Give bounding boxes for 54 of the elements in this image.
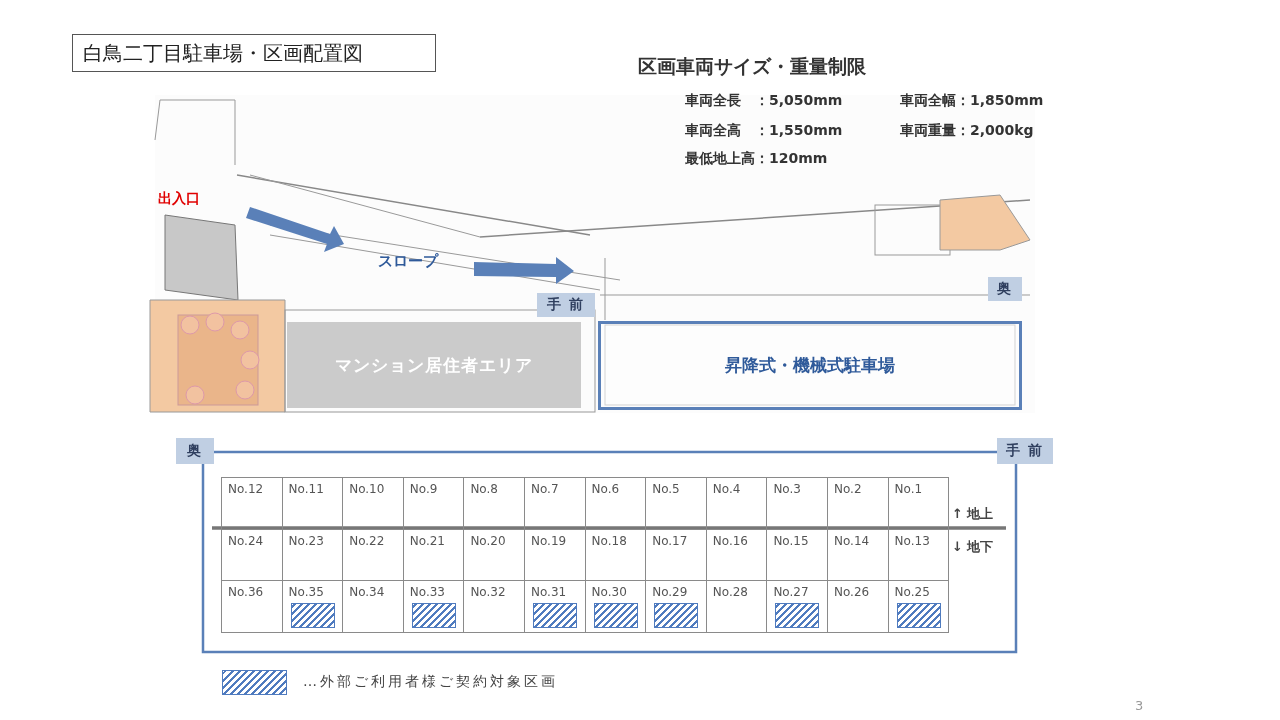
slope-label: スロープ xyxy=(378,252,438,271)
space-number: No.25 xyxy=(894,585,930,600)
page-number: 3 xyxy=(1135,698,1144,713)
entrance-label: 出入口 xyxy=(158,190,200,208)
space-number: No.4 xyxy=(712,482,741,496)
space-number: No.8 xyxy=(470,482,498,496)
space-number: No.19 xyxy=(531,533,567,548)
space-number: No.16 xyxy=(712,533,748,548)
space-number: No.27 xyxy=(773,585,809,600)
space-number: No.29 xyxy=(652,585,688,600)
space-number: No.18 xyxy=(591,533,627,548)
space-number: No.6 xyxy=(591,482,620,496)
section-heading: 区画車両サイズ・重量制限 xyxy=(638,54,866,79)
space-number: No.17 xyxy=(652,533,688,548)
space-number: No.30 xyxy=(591,585,627,600)
space-number: No.28 xyxy=(712,585,748,600)
space-number: No.22 xyxy=(349,533,385,548)
space-number: No.12 xyxy=(228,482,264,496)
page-title: 白鳥二丁目駐車場・区画配置図 xyxy=(72,34,436,72)
space-number: No.21 xyxy=(409,533,445,548)
spec-text: 車両全幅：1,850mm xyxy=(900,92,1044,110)
space-number: No.5 xyxy=(652,482,680,496)
space-number: No.23 xyxy=(288,533,324,548)
space-number: No.34 xyxy=(349,585,385,600)
space-number: No.13 xyxy=(894,533,930,548)
space-number: No.1 xyxy=(894,482,923,496)
space-number: No.10 xyxy=(349,482,385,496)
space-number: No.24 xyxy=(228,533,264,548)
space-number: No.7 xyxy=(531,482,559,496)
space-number: No.9 xyxy=(409,482,438,496)
direction-tag: 奥 xyxy=(988,277,1022,301)
level-label: ↑ 地上 xyxy=(952,505,994,523)
mechanical-parking-box: 昇降式・機械式駐車場 xyxy=(598,321,1022,410)
space-number: No.20 xyxy=(470,533,506,548)
space-number: No.3 xyxy=(773,482,801,496)
space-number: No.31 xyxy=(531,585,567,600)
space-number: No.33 xyxy=(409,585,445,600)
spec-text: 車両全高 ：1,550mm xyxy=(685,122,843,140)
space-number: No.11 xyxy=(288,482,324,496)
space-number: No.15 xyxy=(773,533,809,548)
space-number: No.35 xyxy=(288,585,324,600)
legend-text: …外部ご利用者様ご契約対象区画 xyxy=(303,673,558,691)
level-label: ↓ 地下 xyxy=(952,538,994,556)
space-number: No.36 xyxy=(228,585,264,600)
space-number: No.32 xyxy=(470,585,506,600)
space-number: No.14 xyxy=(834,533,870,548)
spec-text: 車両重量：2,000kg xyxy=(900,122,1034,140)
space-number: No.26 xyxy=(834,585,870,600)
space-number: No.2 xyxy=(834,482,862,496)
direction-tag: 奥 xyxy=(176,438,214,464)
direction-tag: 手 前 xyxy=(997,438,1053,464)
spec-text: 最低地上高：120mm xyxy=(685,150,828,168)
direction-tag: 手 前 xyxy=(537,293,595,317)
spec-text: 車両全長 ：5,050mm xyxy=(685,92,843,110)
